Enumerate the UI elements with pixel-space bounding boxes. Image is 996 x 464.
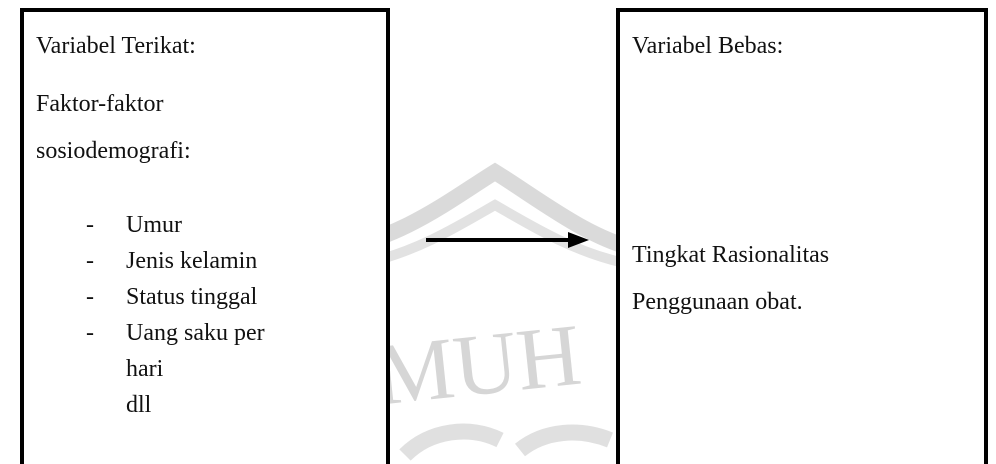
watermark-leaf-right [515,424,613,457]
left-box-heading-line1: Faktor-faktor [36,91,164,117]
list-bullet: - [86,248,94,274]
list-item-jenis-kelamin: Jenis kelamin [126,248,258,274]
list-item-umur: Umur [126,212,182,238]
right-box-title: Variabel Bebas: [632,33,784,59]
list-item-uang-saku: Uang saku per [126,320,265,346]
right-variable-box: Variabel Bebas: Tingkat Rasionalitas Pen… [616,8,988,464]
watermark-leaf-left [399,423,504,461]
list-bullet: - [86,212,94,238]
right-box-line2: Penggunaan obat. [632,289,803,315]
left-box-title: Variabel Terikat: [36,33,196,59]
list-bullet: - [86,284,94,310]
list-item-status-tinggal: Status tinggal [126,284,258,310]
list-continuation-dll: dll [126,392,152,418]
right-box-line1: Tingkat Rasionalitas [632,242,830,268]
watermark-text: MUH [371,307,585,425]
list-continuation-hari: hari [126,356,164,382]
left-box-heading-line2: sosiodemografi: [36,138,191,164]
list-bullet: - [86,320,94,346]
left-variable-box: Variabel Terikat: Faktor-faktor sosiodem… [20,8,390,464]
